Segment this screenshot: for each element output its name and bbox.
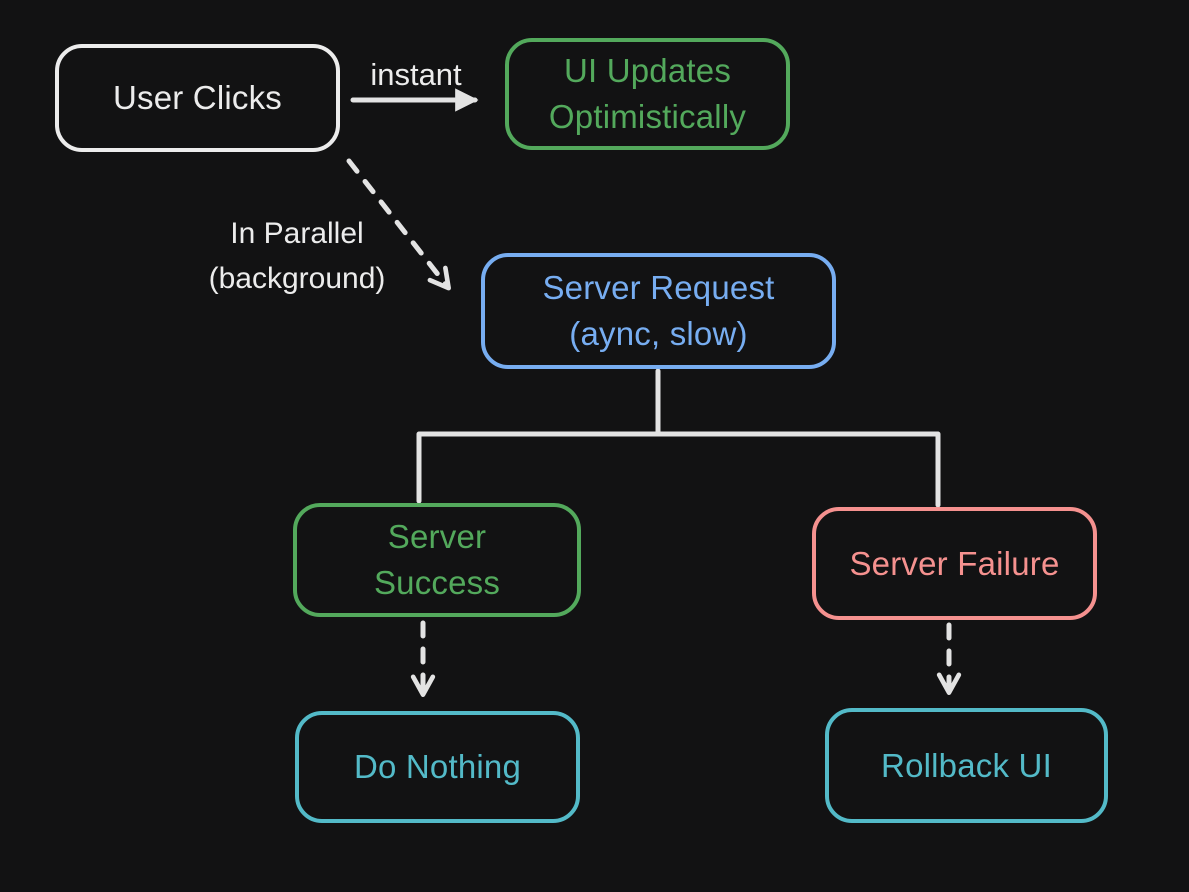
connector-tree — [416, 368, 941, 508]
arrow-in-parallel — [346, 158, 451, 291]
edge-label-instant: instant — [370, 57, 462, 92]
node-server-request: Server Request (aync, slow) — [481, 253, 836, 369]
node-ui-updates-optimistically: UI Updates Optimistically — [505, 38, 790, 150]
node-server-success: Server Success — [293, 503, 581, 617]
node-user-clicks: User Clicks — [55, 44, 340, 152]
node-rollback-ui: Rollback UI — [825, 708, 1108, 823]
node-do-nothing: Do Nothing — [295, 711, 580, 823]
node-server-failure: Server Failure — [812, 507, 1097, 620]
edge-label-in-parallel: In Parallel (background) — [208, 217, 386, 295]
